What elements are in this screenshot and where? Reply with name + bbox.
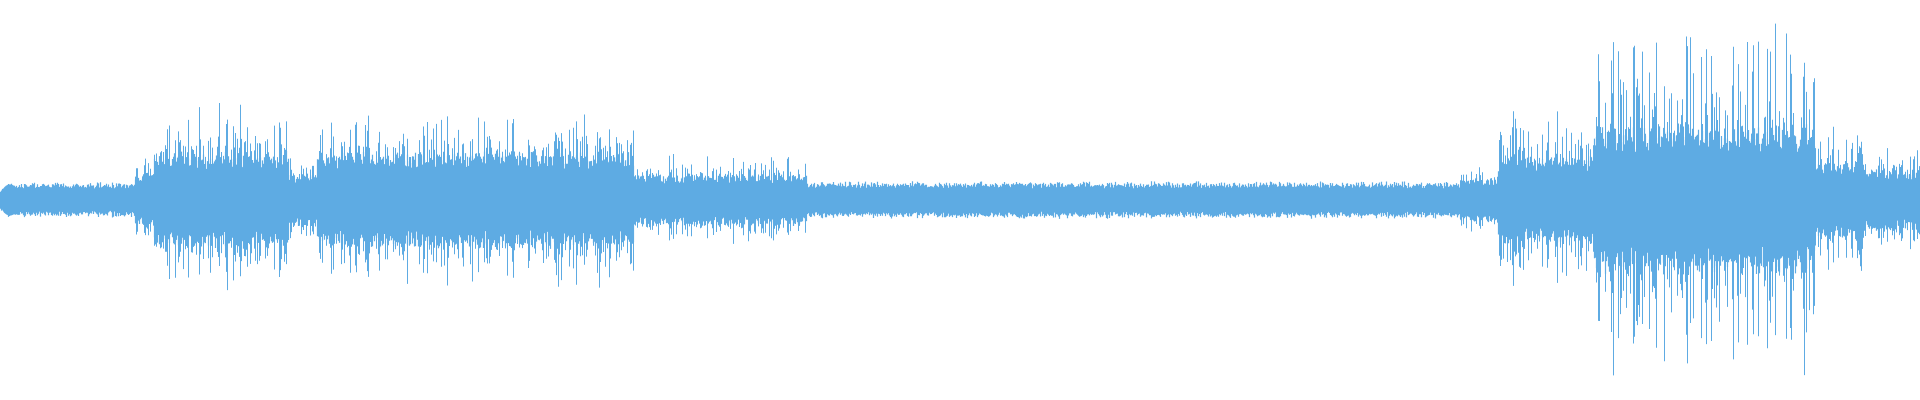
waveform-body	[0, 124, 1920, 276]
waveform-spikes	[135, 23, 1920, 376]
waveform-body-path	[0, 124, 1920, 276]
waveform-start-cap	[0, 184, 20, 216]
waveform-spike-path	[135, 23, 1920, 376]
